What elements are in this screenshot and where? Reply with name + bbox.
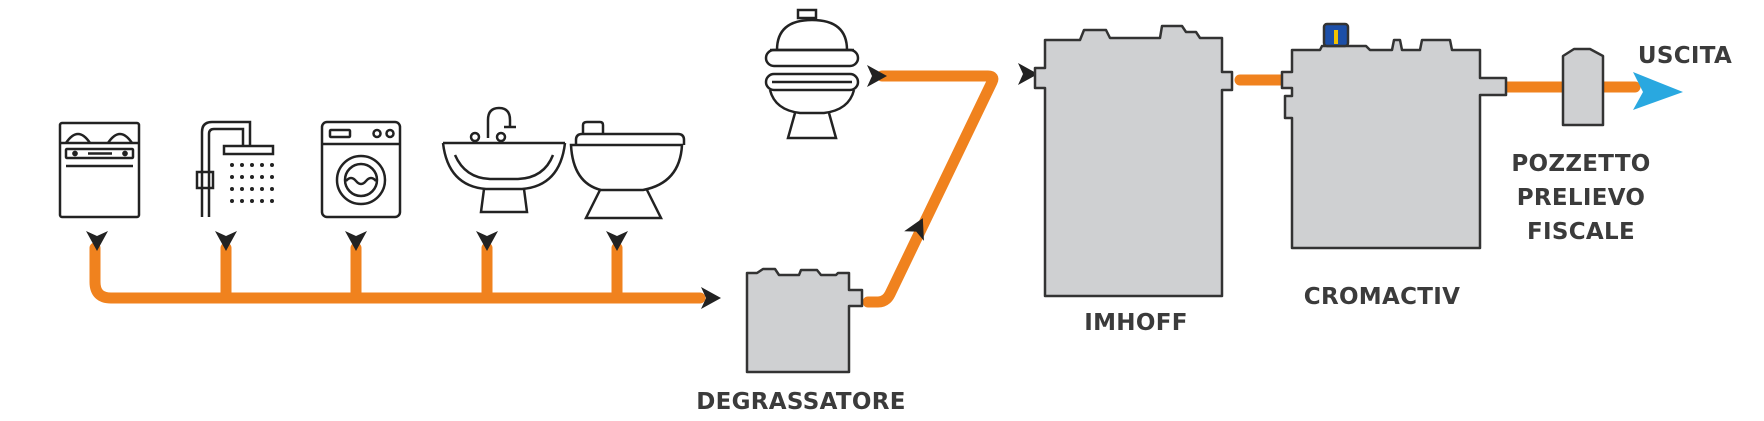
label-fiscale: FISCALE bbox=[1527, 219, 1635, 245]
collector-pipe bbox=[89, 242, 706, 304]
pipe-network bbox=[89, 70, 1641, 308]
washing-machine-icon bbox=[320, 120, 402, 219]
shower-icon bbox=[195, 120, 275, 217]
toilet-icon bbox=[764, 8, 860, 140]
flow-arrow-bidet bbox=[606, 231, 628, 251]
degrassatore-tank bbox=[745, 267, 864, 374]
label-cromactiv: CROMACTIV bbox=[1303, 284, 1461, 310]
cromactiv-tank bbox=[1280, 22, 1508, 250]
flow-arrow-shower bbox=[215, 231, 237, 251]
dishwasher-icon bbox=[58, 121, 141, 219]
flow-arrow-toilet bbox=[867, 65, 887, 87]
flow-arrow-sink bbox=[476, 231, 498, 251]
outlet-arrow-icon bbox=[1633, 72, 1683, 110]
flow-arrow-dishwasher bbox=[86, 231, 108, 251]
label-prelievo: PRELIEVO bbox=[1516, 185, 1646, 211]
imhoff-tank bbox=[1033, 24, 1234, 298]
label-imhoff: IMHOFF bbox=[1084, 310, 1188, 336]
sink-icon bbox=[441, 106, 567, 214]
flow-arrow-washing-machine bbox=[345, 231, 367, 251]
label-uscita: USCITA bbox=[1637, 43, 1733, 69]
pozzetto-box bbox=[1561, 47, 1605, 127]
bidet-icon bbox=[569, 120, 686, 220]
label-degrassatore: DEGRASSATORE bbox=[696, 389, 906, 415]
rising-pipe bbox=[862, 70, 999, 308]
cap-indicator bbox=[1334, 30, 1338, 44]
label-pozzetto: POZZETTO bbox=[1511, 151, 1651, 177]
